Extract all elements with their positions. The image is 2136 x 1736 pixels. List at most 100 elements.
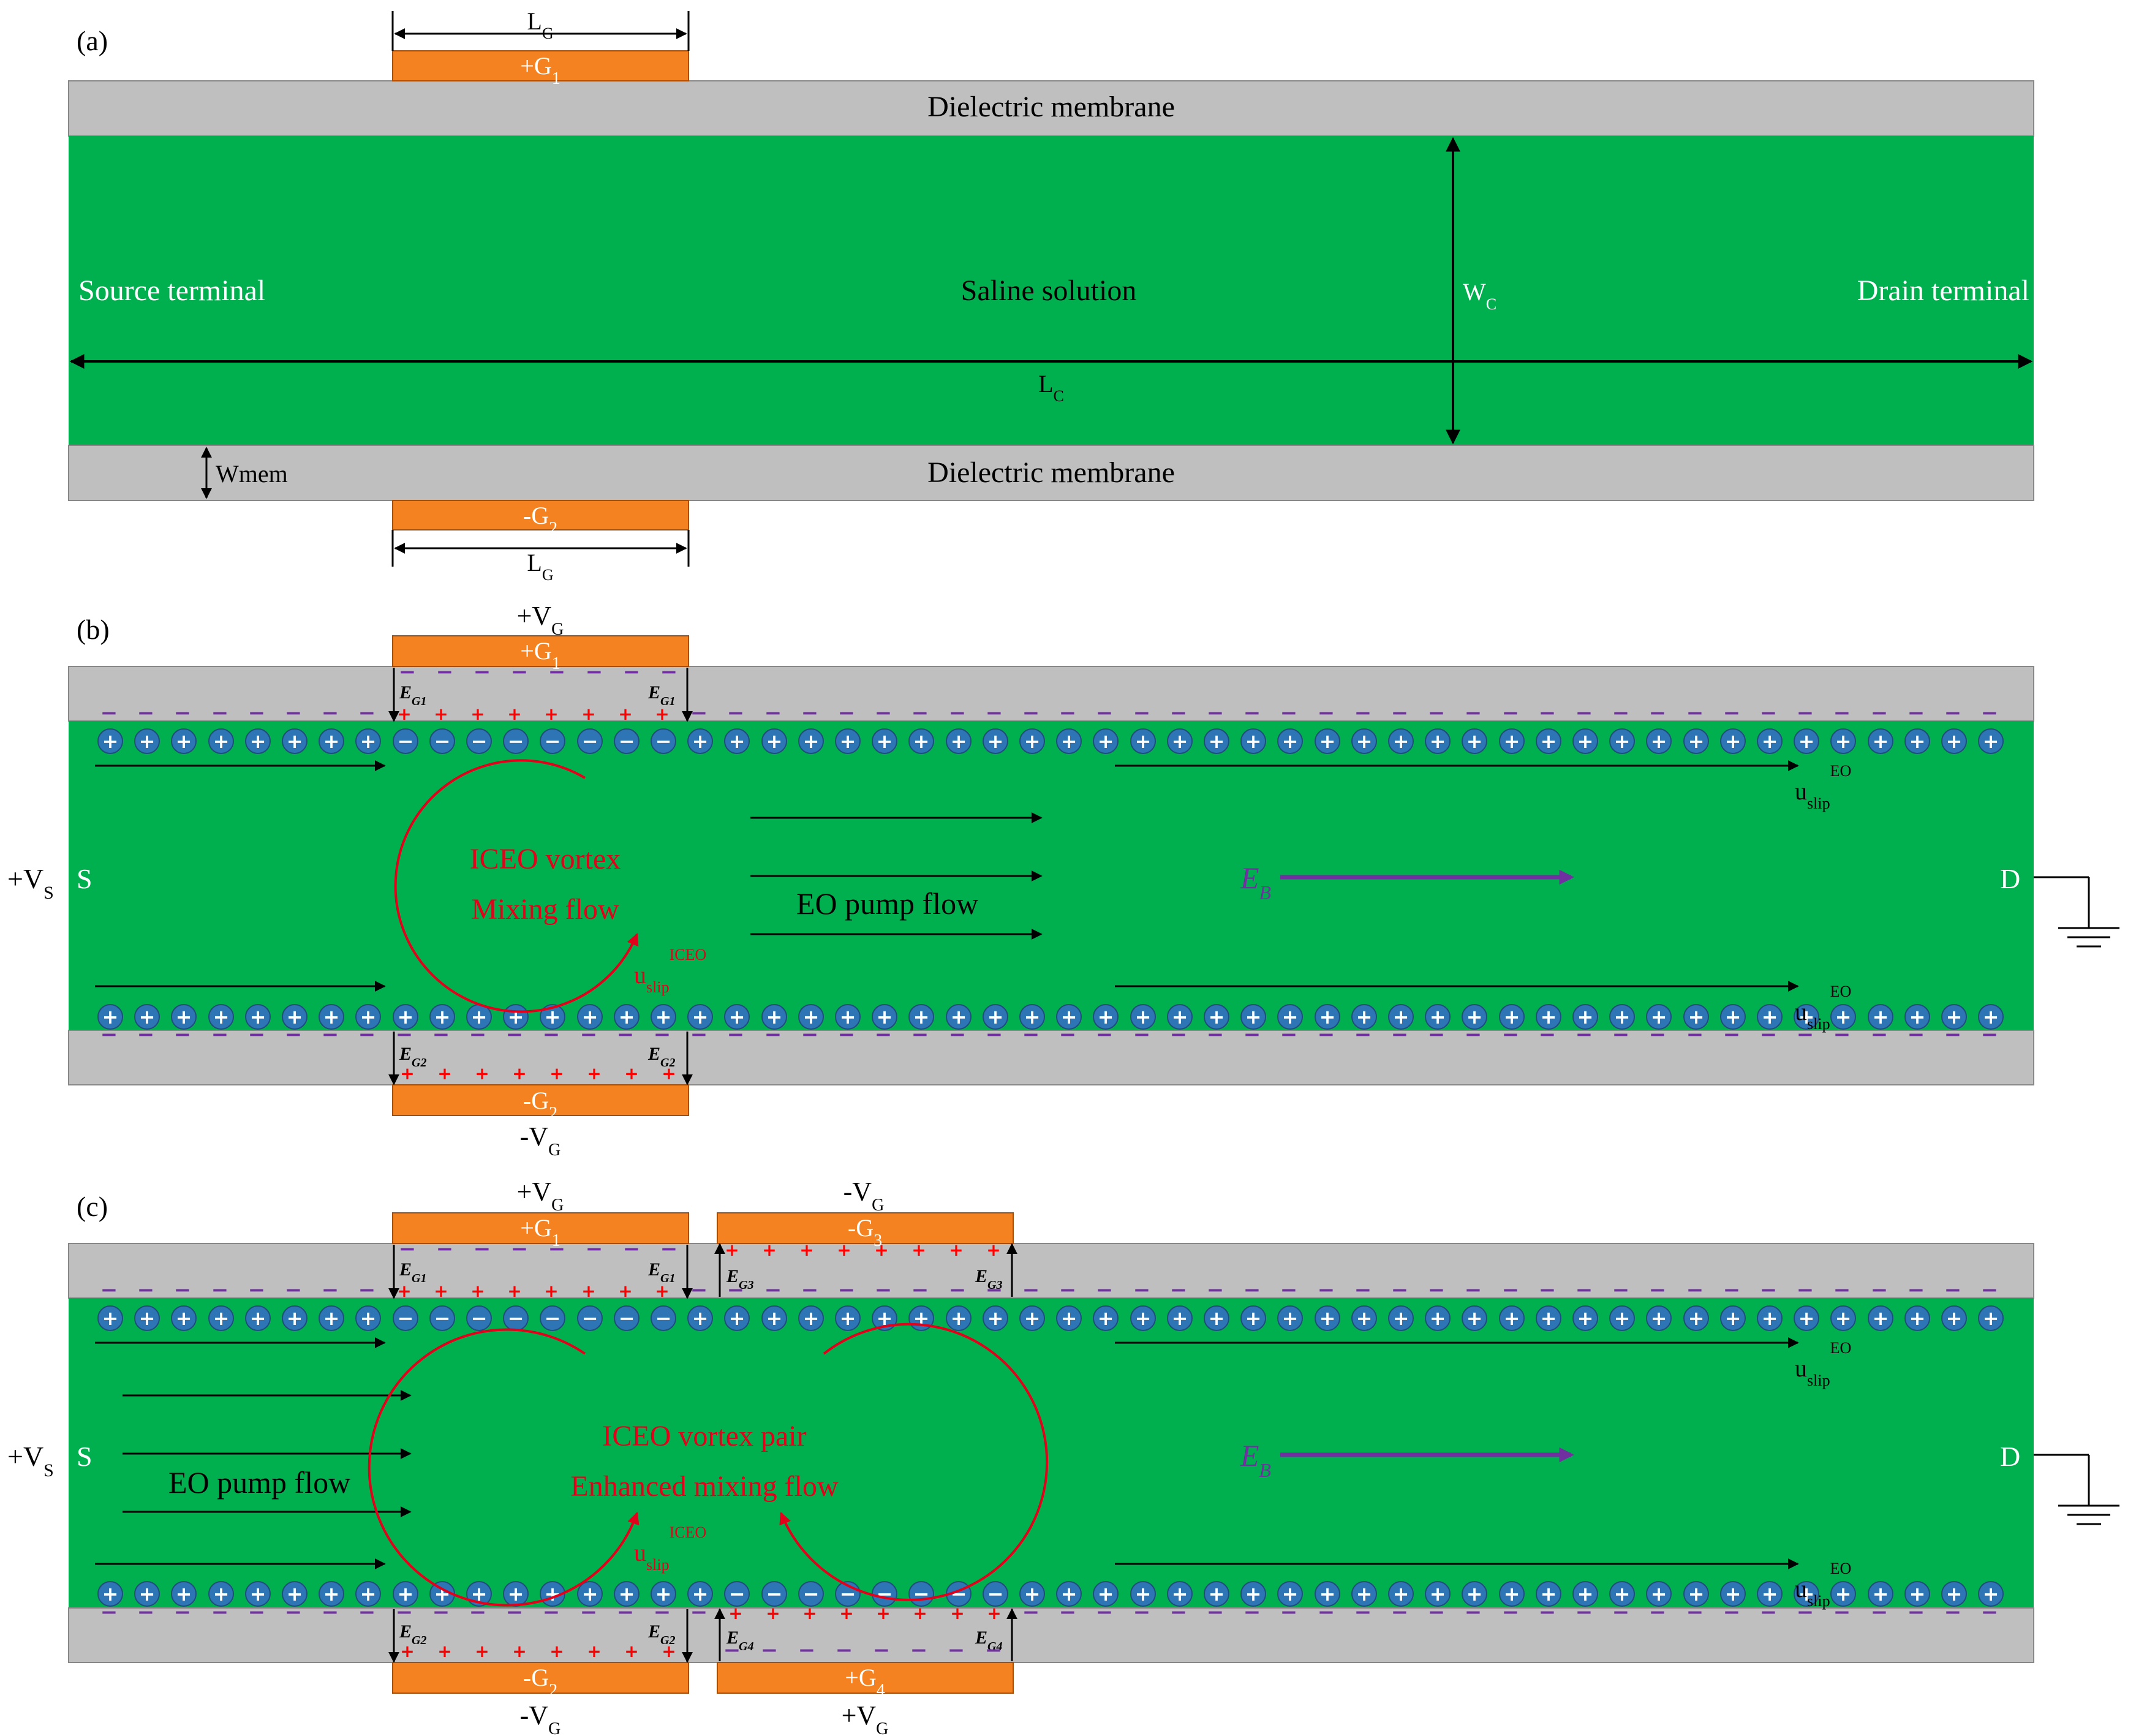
ion-bottom-37 (1462, 1004, 1487, 1030)
surface-charge-bottom-1: − (137, 1022, 155, 1047)
surface-charge-top-21: − (875, 1278, 893, 1302)
ion-bottom-23-sign: + (951, 1005, 967, 1028)
gate1-charge-c-5: − (586, 1237, 603, 1261)
surface-charge-top-34: − (1354, 701, 1372, 725)
surface-charge-top-33: − (1318, 1278, 1335, 1302)
ion-bottom-20 (835, 1004, 861, 1030)
ion-top-32 (1277, 728, 1303, 754)
ion-bottom-41-sign: + (1614, 1582, 1631, 1606)
surface-charge-top-8: + (397, 1281, 411, 1301)
ion-top-44 (1720, 728, 1746, 754)
ion-bottom-3-sign: + (213, 1005, 230, 1028)
ion-bottom-25 (1019, 1004, 1045, 1030)
ion-bottom-24 (983, 1581, 1008, 1607)
surface-charge-top-35: − (1391, 1278, 1409, 1302)
ion-bottom-0 (97, 1581, 123, 1607)
ion-bottom-7-sign: + (360, 1005, 377, 1028)
drain-d-c: D (2000, 1441, 2020, 1472)
surface-charge-bottom-31: − (1243, 1600, 1261, 1625)
ion-bottom-38-sign: + (1504, 1005, 1520, 1028)
ion-bottom-26 (1056, 1004, 1082, 1030)
vg-top-b: +VG (517, 601, 564, 639)
ion-top-27-sign: + (1098, 1307, 1114, 1330)
ion-top-36-sign: + (1430, 1307, 1446, 1330)
surface-charge-bottom-37: − (1465, 1600, 1482, 1625)
ion-bottom-48 (1868, 1004, 1893, 1030)
ion-top-38-sign: + (1504, 1307, 1520, 1330)
eg1-left-label-c: EG1 (399, 1259, 426, 1285)
gate2-charge-c-6: + (624, 1641, 638, 1661)
gate1-charge-b-6: − (623, 660, 641, 684)
ion-bottom-2-sign: + (176, 1582, 192, 1606)
ion-top-41 (1609, 728, 1635, 754)
gate2-charge-b-1: + (437, 1063, 451, 1084)
ion-top-51 (1978, 728, 2004, 754)
gate2-charge-b-7: + (662, 1063, 676, 1084)
gate4-charge-c-7: − (985, 1638, 1003, 1662)
ion-top-4 (245, 1305, 271, 1331)
ion-bottom-27-sign: + (1098, 1582, 1114, 1606)
surface-charge-bottom-5: − (285, 1022, 303, 1047)
surface-charge-top-20: − (838, 1278, 856, 1302)
eb-label-b: EB (1240, 861, 1271, 904)
ion-bottom-39-sign: + (1541, 1582, 1557, 1606)
surface-charge-bottom-29: − (1170, 1600, 1188, 1625)
ion-top-42 (1646, 728, 1672, 754)
surface-charge-bottom-2: − (174, 1600, 192, 1625)
gate3-charge-c-6: + (949, 1240, 963, 1260)
ion-bottom-47 (1830, 1581, 1856, 1607)
ion-bottom-10-sign: + (471, 1005, 488, 1028)
ion-top-29 (1167, 728, 1193, 754)
surface-charge-bottom-48: − (1871, 1022, 1889, 1047)
membrane-bottom-c (68, 1607, 2034, 1663)
iceo-vortex-left-c (368, 1328, 640, 1607)
surface-charge-top-50: − (1944, 1278, 1962, 1302)
ion-bottom-50-sign: + (1946, 1005, 1963, 1028)
surface-charge-bottom-41: − (1612, 1600, 1630, 1625)
ion-bottom-47-sign: + (1835, 1005, 1852, 1028)
ion-top-47 (1830, 1305, 1856, 1331)
ion-top-10-sign: − (471, 730, 488, 753)
ion-top-31 (1240, 1305, 1266, 1331)
ion-bottom-39 (1536, 1004, 1561, 1030)
ion-top-38-sign: + (1504, 730, 1520, 753)
mixing-flow-label-b: Mixing flow (471, 893, 619, 926)
ion-bottom-14 (614, 1581, 640, 1607)
ion-top-30 (1204, 1305, 1229, 1331)
ion-bottom-42 (1646, 1004, 1672, 1030)
gate-1-a-label: +G1 (520, 52, 560, 88)
ion-top-44 (1720, 1305, 1746, 1331)
surface-charge-bottom-40: − (1576, 1022, 1593, 1047)
surface-charge-top-50: − (1944, 701, 1962, 725)
surface-charge-top-45: − (1760, 701, 1778, 725)
surface-charge-top-24: − (986, 701, 1003, 725)
ion-top-7-sign: + (360, 1307, 377, 1330)
surface-charge-bottom-28: − (1133, 1022, 1151, 1047)
surface-charge-top-49: − (1908, 1278, 1925, 1302)
ion-bottom-46-sign: + (1798, 1582, 1815, 1606)
ground-icon (2034, 876, 2119, 948)
gate3-charge-c-0: + (725, 1240, 739, 1260)
ion-bottom-47 (1830, 1004, 1856, 1030)
ion-top-25-sign: + (1024, 1307, 1041, 1330)
ion-bottom-34-sign: + (1356, 1005, 1373, 1028)
ion-top-39 (1536, 728, 1561, 754)
surface-charge-top-25: − (1022, 1278, 1040, 1302)
ion-bottom-2 (171, 1004, 197, 1030)
ion-top-0 (97, 728, 123, 754)
surface-charge-top-42: − (1649, 1278, 1667, 1302)
ion-top-9-sign: − (434, 1307, 451, 1330)
ion-bottom-9 (429, 1004, 455, 1030)
surface-charge-bottom-21: + (876, 1603, 890, 1623)
gate-2-a (392, 500, 689, 530)
ion-bottom-48-sign: + (1873, 1582, 1889, 1606)
ion-top-46-sign: + (1798, 730, 1815, 753)
panel-c-label: (c) (77, 1191, 108, 1222)
ion-top-9 (429, 1305, 455, 1331)
ion-top-26-sign: + (1061, 1307, 1077, 1330)
ion-top-28-sign: + (1135, 730, 1152, 753)
eg4-right-label-c: EG4 (975, 1628, 1002, 1653)
surface-charge-bottom-25: − (1022, 1022, 1040, 1047)
surface-charge-bottom-17: + (728, 1603, 742, 1623)
surface-charge-top-32: − (1280, 701, 1298, 725)
